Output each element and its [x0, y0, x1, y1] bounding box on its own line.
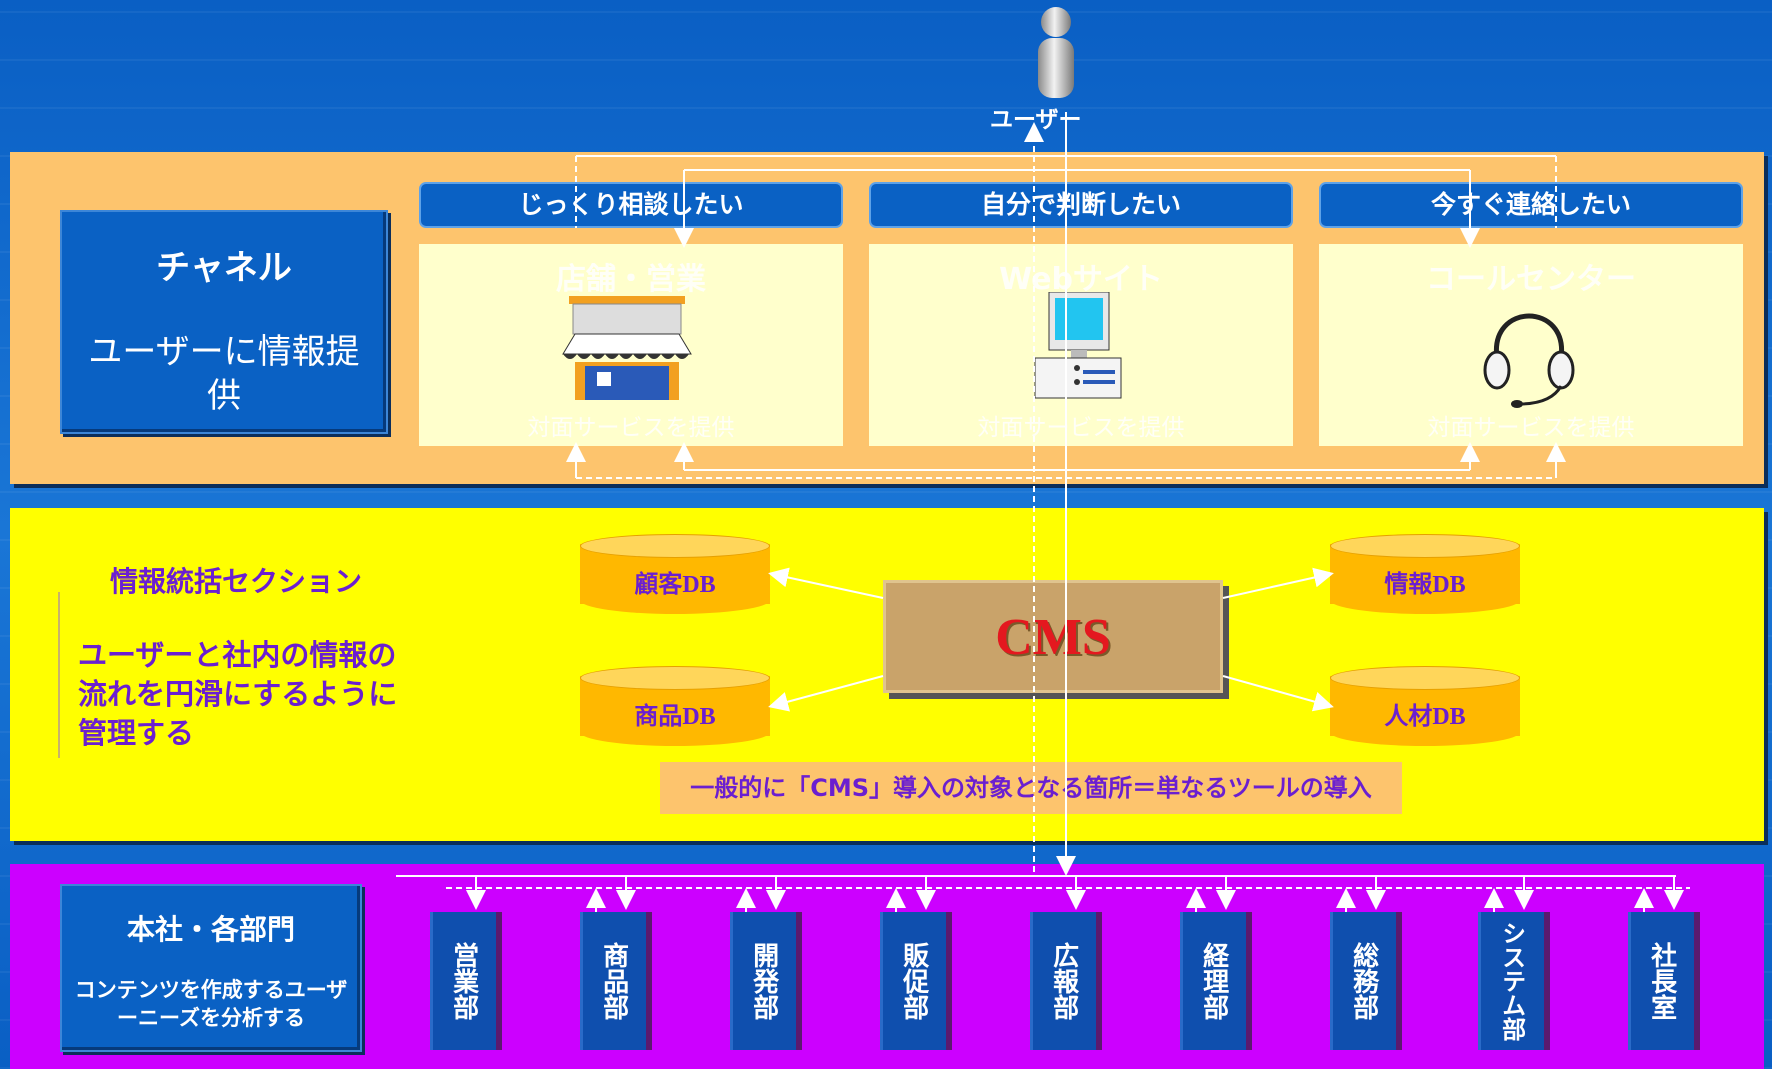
panel-web-desc: 対面サービスを提供: [977, 415, 1185, 441]
panel-web-title: Webサイト: [999, 262, 1163, 297]
need-consult-header: じっくり相談したい: [419, 182, 843, 228]
db-information-label: 情報DB: [1384, 572, 1466, 598]
user-label: ユーザー: [990, 107, 1082, 133]
cms-label: CMS: [995, 609, 1111, 666]
db-personnel: 人材DB: [1330, 666, 1520, 746]
db-customer: 顧客DB: [580, 534, 770, 614]
dept-accounting: 経理部: [1180, 912, 1252, 1050]
storefront-icon: [562, 296, 692, 400]
info-desc: ユーザーと社内の情報の流れを円滑にするように管理する: [78, 638, 398, 750]
panel-callcenter: コールセンター 対面サービスを提供: [1319, 244, 1743, 446]
dept-pr: 広報部: [1030, 912, 1102, 1050]
db-product-label: 商品DB: [634, 704, 716, 730]
db-customer-label: 顧客DB: [634, 572, 716, 598]
dept-product: 商品部: [580, 912, 652, 1050]
db-product: 商品DB: [580, 666, 770, 746]
info-title: 情報統括セクション: [110, 565, 363, 598]
db-information: 情報DB: [1330, 534, 1520, 614]
dept-title: 本社・各部門: [126, 913, 295, 946]
panel-store-title: 店舗・営業: [556, 262, 706, 297]
dept-system: システム部: [1478, 912, 1550, 1050]
channel-subtitle: ユーザーに情報提供: [88, 332, 360, 416]
panel-store: 店舗・営業 対面サービスを提供: [419, 244, 843, 446]
channel-title: チャネル: [156, 248, 292, 288]
dept-general-affairs: 総務部: [1330, 912, 1402, 1050]
panel-web: Webサイト 対面サービスを提供: [869, 244, 1293, 446]
channel-label-box: チャネル ユーザーに情報提供: [60, 210, 388, 434]
headset-icon: [1483, 313, 1575, 408]
panel-callcenter-title: コールセンター: [1426, 262, 1636, 297]
dept-president-office: 社長室: [1628, 912, 1700, 1050]
dept-subtitle: コンテンツを作成するユーザーニーズを分析する: [74, 978, 348, 1030]
computer-icon: [1034, 292, 1122, 399]
dept-promotion: 販促部: [880, 912, 952, 1050]
dept-development: 開発部: [730, 912, 802, 1050]
info-divider: [58, 592, 60, 758]
need-self-judge-header: 自分で判断したい: [869, 182, 1293, 228]
cms-note: 一般的に「CMS」導入の対象となる箇所＝単なるツールの導入: [660, 762, 1402, 814]
cms-box: CMS: [883, 580, 1223, 693]
need-contact-now-header: 今すぐ連絡したい: [1319, 182, 1743, 228]
db-personnel-label: 人材DB: [1384, 704, 1466, 730]
panel-callcenter-desc: 対面サービスを提供: [1427, 415, 1635, 441]
dept-sales: 営業部: [430, 912, 502, 1050]
dept-label-box: 本社・各部門 コンテンツを作成するユーザーニーズを分析する: [60, 884, 362, 1052]
panel-store-desc: 対面サービスを提供: [527, 415, 735, 441]
